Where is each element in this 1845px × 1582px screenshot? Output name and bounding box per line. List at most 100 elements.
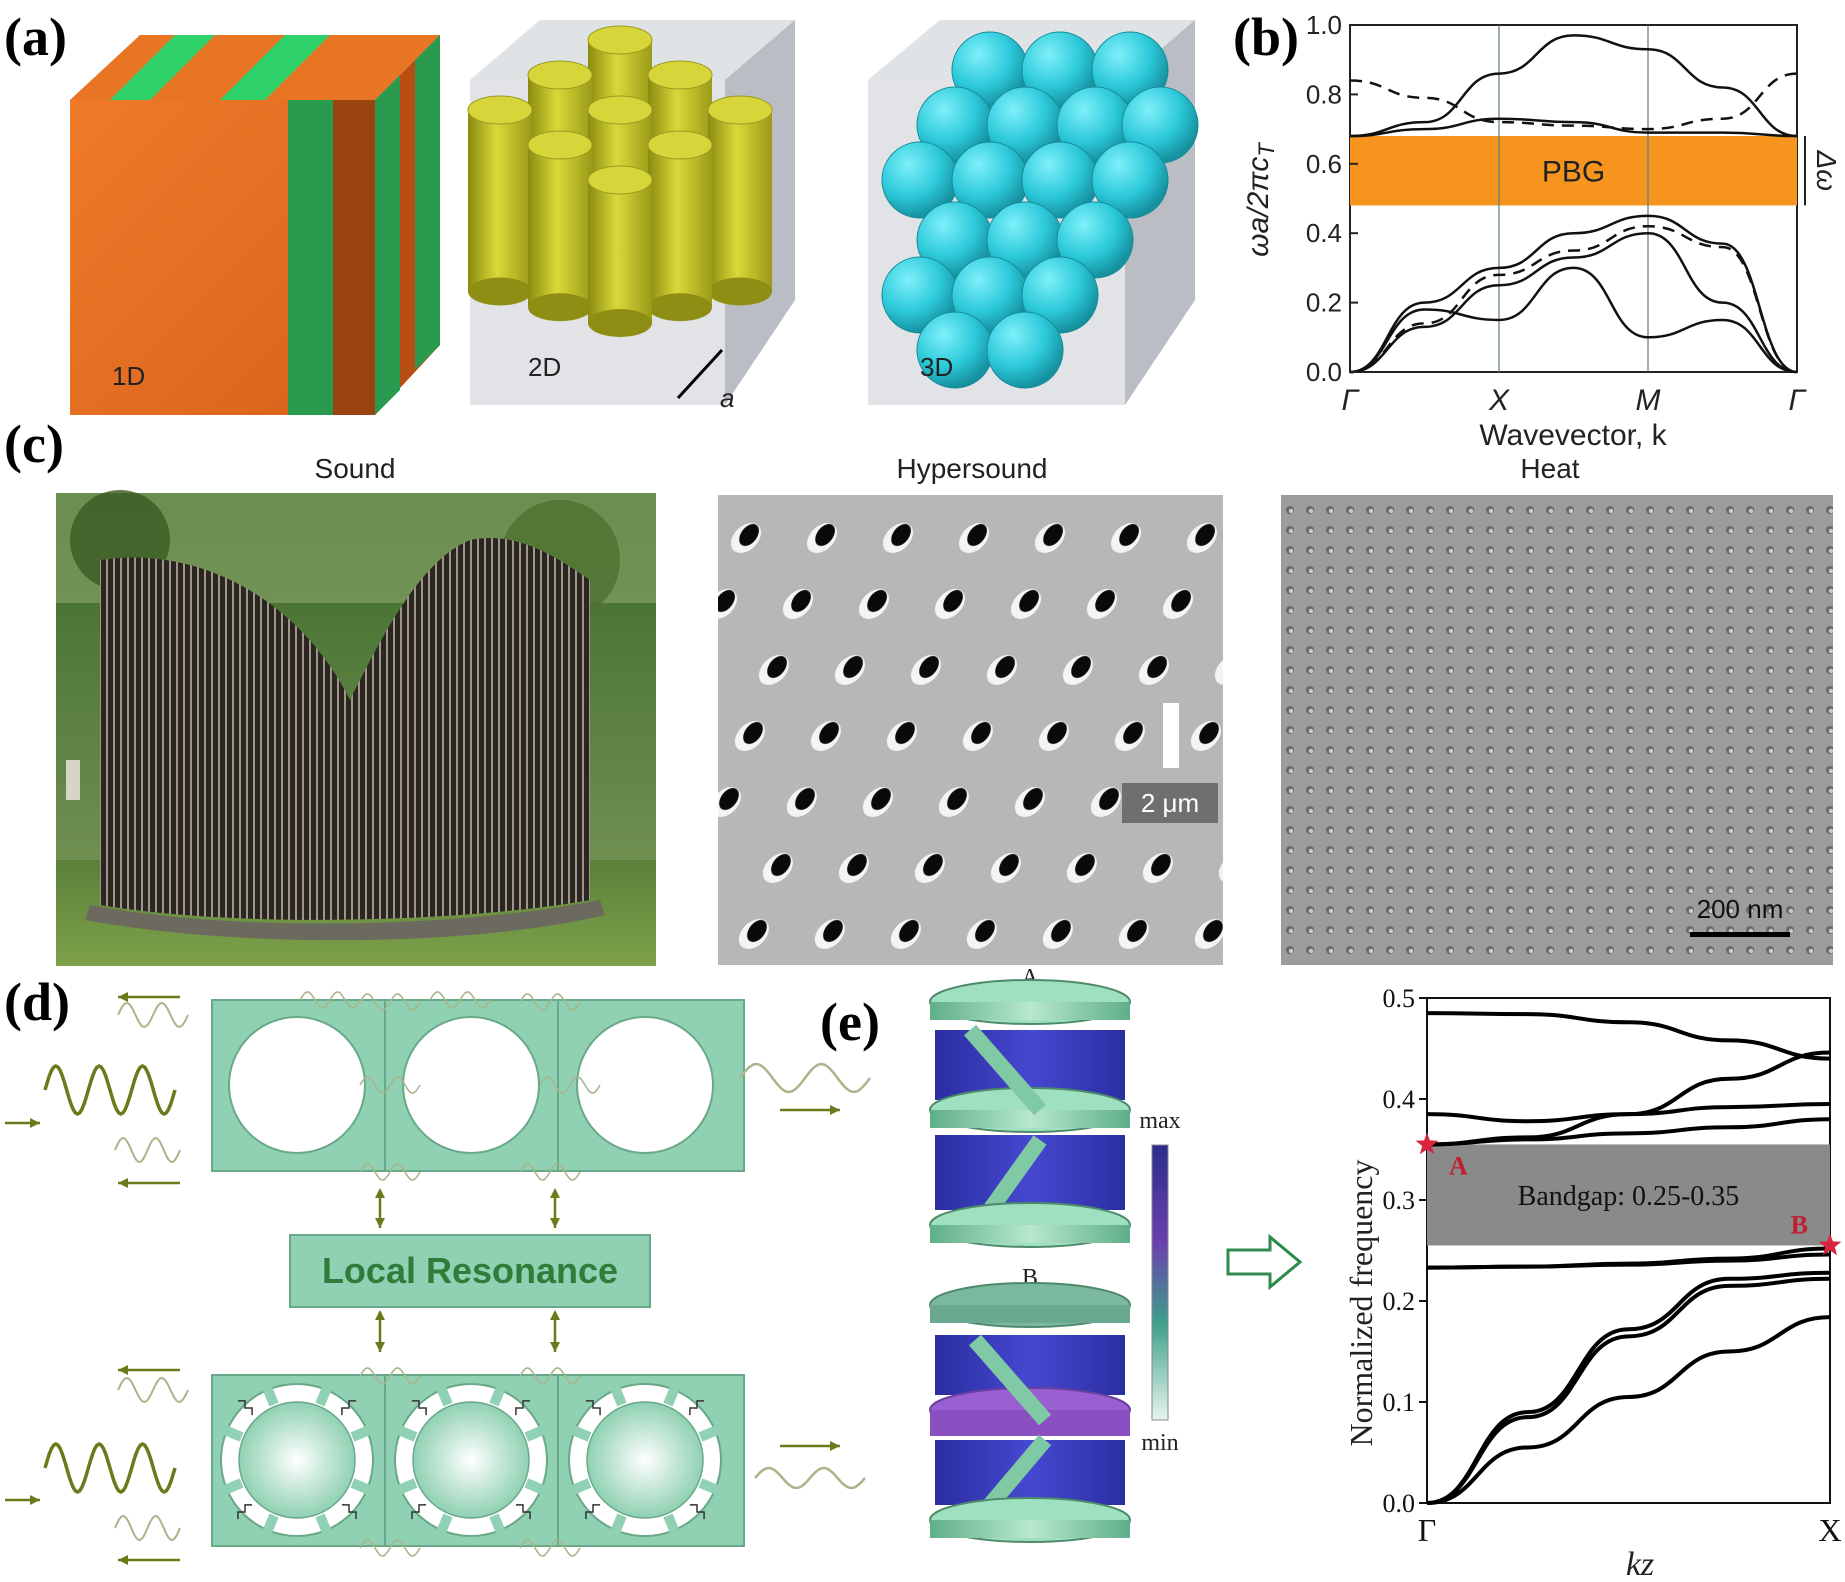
chart-e-series-2 <box>1426 1270 1831 1505</box>
colorbar: max min <box>1139 1108 1180 1456</box>
chart-e-ytick-label: 0.1 <box>1383 1388 1416 1417</box>
chart-b-ytick-label: 0.6 <box>1306 149 1342 179</box>
colorbar-max-label: max <box>1139 1108 1180 1134</box>
wave <box>739 1062 872 1094</box>
chart-b-ytick-label: 0.0 <box>1306 357 1342 387</box>
cylinder-3 <box>468 110 532 292</box>
chart-b-series-6 <box>1349 225 1798 374</box>
chart-e-ytick-label: 0.3 <box>1383 1186 1416 1215</box>
wave <box>43 1063 177 1117</box>
chart-e-marker-label-A: A <box>1449 1151 1468 1180</box>
cylinder-7 <box>648 145 712 308</box>
local-resonance-diagram: Local Resonance <box>5 991 872 1565</box>
chart-b-series-4 <box>1349 117 1798 138</box>
chart-b-delta-label: Δω <box>1811 149 1842 191</box>
title-heat: Heat <box>1520 453 1579 484</box>
wave <box>359 993 421 1011</box>
dim-label-1d: 1D <box>112 361 145 391</box>
wave <box>117 1376 189 1404</box>
chart-e-ylabel: Normalized frequency <box>1343 1160 1379 1447</box>
cylinder-6 <box>528 145 592 308</box>
dim-label-2d: 2D <box>528 352 561 382</box>
chart-b-series-0 <box>1349 231 1798 374</box>
wave <box>114 1136 181 1164</box>
sphere-18 <box>986 311 1064 389</box>
scalebar-label-2um: 2 μm <box>1141 788 1199 818</box>
panel-label-e: (e) <box>820 992 880 1052</box>
wave <box>299 991 361 1009</box>
wave <box>519 1163 581 1181</box>
chart-e-ytick-label: 0.0 <box>1383 1489 1416 1518</box>
chart-b-series-3 <box>1349 34 1798 138</box>
chart-b-ytick-label: 0.2 <box>1306 288 1342 318</box>
cylinder-array <box>467 25 773 337</box>
chart-b-xlabel: Wavevector, k <box>1479 419 1667 452</box>
wave <box>114 1514 181 1542</box>
wave <box>519 993 581 1011</box>
wave <box>43 1441 177 1495</box>
scalebar-label-200nm: 200 nm <box>1697 894 1784 924</box>
chart-b-gap-band <box>1350 136 1797 206</box>
resonator-mass-2 <box>586 1401 704 1519</box>
chart-b-series-2 <box>1349 266 1798 374</box>
chart-b-gap-label: PBG <box>1542 156 1605 189</box>
arrow-to-chart-e <box>1226 1233 1303 1291</box>
chart-e-series-8 <box>1426 1050 1831 1147</box>
lattice-constant-label: a <box>720 383 734 413</box>
dim-label-3d: 3D <box>920 352 953 382</box>
heat-sem-image: 200 nm <box>1281 495 1833 965</box>
chart-e-series-7 <box>1426 1011 1831 1061</box>
sound-sculpture-photo <box>56 490 656 966</box>
chart-b-xtick-label: Γ <box>1788 384 1807 417</box>
chart-e-ytick-label: 0.4 <box>1383 1085 1416 1114</box>
panel-a-2d-cube: 2D a <box>467 20 795 413</box>
panel-a-3d-cube: 3D <box>868 20 1199 405</box>
resonator-mass-1 <box>412 1401 530 1519</box>
wave <box>359 1076 421 1094</box>
wave <box>359 1539 421 1557</box>
wave <box>359 1367 421 1385</box>
chart-e-plot-area <box>1426 997 1831 1504</box>
wave <box>117 1001 189 1029</box>
chart-b-xtick-label: X <box>1488 384 1510 417</box>
chart-e-series-0 <box>1426 1315 1831 1505</box>
sphere-array <box>881 31 1199 389</box>
panel-label-b: (b) <box>1233 7 1299 67</box>
chart-b-ylabel: ωa/2πcT <box>1242 142 1279 257</box>
mode-shape-b: B <box>929 1265 1131 1543</box>
chart-b-ytick-label: 0.8 <box>1306 79 1342 109</box>
chart-e-xtick-label: X <box>1818 1512 1841 1548</box>
wave <box>359 1163 421 1181</box>
chart-e-gap-band <box>1427 1144 1830 1246</box>
sphere-13 <box>1056 201 1134 279</box>
chart-e-ytick-label: 0.2 <box>1383 1287 1416 1316</box>
cylinder-5 <box>708 110 772 292</box>
chart-e-ytick-label: 0.5 <box>1383 984 1416 1013</box>
title-sound: Sound <box>315 453 396 484</box>
panel-label-a: (a) <box>4 7 67 67</box>
chart-e-xlabel: kz <box>1626 1546 1654 1582</box>
mode-shape-a: A <box>929 965 1131 1248</box>
wave <box>429 991 491 1009</box>
chart-b-series-1 <box>1349 214 1798 374</box>
chart-b-ytick-label: 1.0 <box>1306 10 1342 40</box>
wave <box>519 1539 581 1557</box>
chart-b-ytick-label: 0.4 <box>1306 218 1342 248</box>
panel-a-1d-cube: 1D <box>70 35 440 415</box>
local-resonance-label: Local Resonance <box>322 1250 618 1291</box>
cylinder-8 <box>588 180 652 323</box>
chart-b-xtick-label: Γ <box>1341 384 1360 417</box>
wave <box>754 1466 866 1490</box>
chart-b-series-5 <box>1349 72 1798 131</box>
panel-label-d: (d) <box>4 972 70 1032</box>
chart-e-marker-B <box>1818 1233 1842 1256</box>
hypersound-sem-image: 2 μm <box>718 495 1223 965</box>
chart-e-marker-label-B: B <box>1791 1210 1808 1239</box>
chart-e-xtick-label: Γ <box>1418 1512 1437 1548</box>
panel-label-c: (c) <box>4 414 64 474</box>
resonator-cells <box>220 1383 722 1537</box>
title-hypersound: Hypersound <box>897 453 1048 484</box>
resonator-mass-0 <box>238 1401 356 1519</box>
